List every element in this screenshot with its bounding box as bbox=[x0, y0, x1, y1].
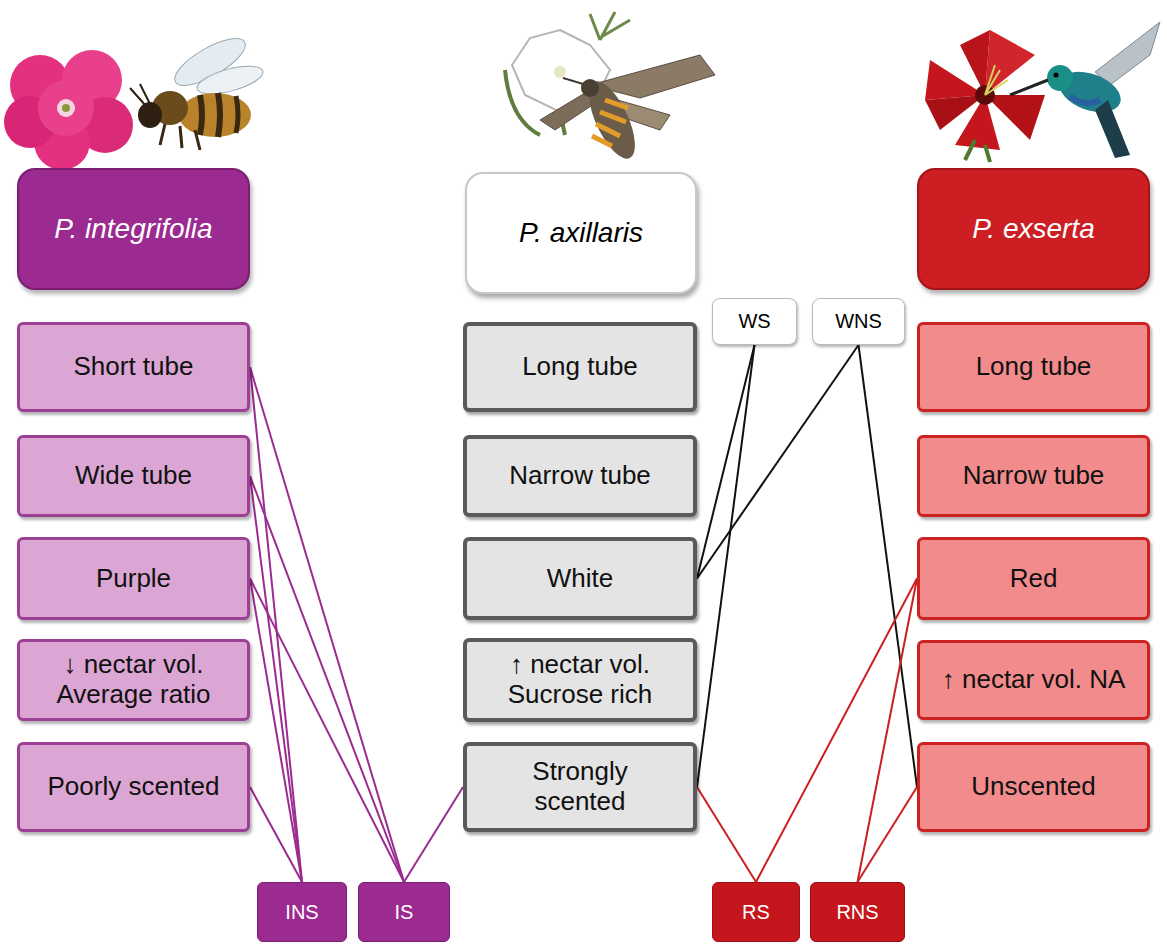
trait-text: ↑ nectar vol. Sucrose rich bbox=[488, 650, 673, 710]
trait-text: P. integrifolia bbox=[54, 213, 212, 245]
hybrid-label-box: WS bbox=[712, 298, 797, 345]
trait-box: ↓ nectar vol. Average ratio bbox=[17, 639, 250, 721]
trait-box: Long tube bbox=[463, 322, 697, 412]
trait-text: WNS bbox=[835, 310, 882, 333]
trait-box: ↑ nectar vol. Sucrose rich bbox=[463, 638, 697, 722]
trait-connector bbox=[250, 787, 302, 882]
trait-box: Narrow tube bbox=[917, 435, 1150, 517]
trait-connector bbox=[756, 579, 917, 883]
trait-box: Poorly scented bbox=[17, 742, 250, 832]
trait-text: Poorly scented bbox=[48, 772, 220, 802]
trait-connector bbox=[697, 787, 756, 882]
species-header: P. integrifolia bbox=[17, 168, 250, 290]
trait-connector bbox=[697, 345, 755, 579]
hybrid-label-box: INS bbox=[257, 882, 347, 942]
hummingbird bbox=[1010, 22, 1160, 158]
trait-text: RNS bbox=[836, 901, 878, 924]
trait-connector bbox=[404, 787, 463, 882]
trait-connector bbox=[250, 367, 404, 882]
trait-text: Purple bbox=[96, 564, 171, 594]
trait-text: ↓ nectar vol. Average ratio bbox=[41, 650, 226, 710]
trait-box: Strongly scented bbox=[463, 742, 697, 832]
trait-box: Long tube bbox=[917, 322, 1150, 412]
trait-box: Wide tube bbox=[17, 435, 250, 517]
trait-connector bbox=[250, 367, 302, 882]
trait-text: INS bbox=[285, 901, 318, 924]
trait-text: Red bbox=[1010, 564, 1058, 594]
trait-text: Unscented bbox=[971, 772, 1095, 802]
bee bbox=[130, 30, 266, 150]
trait-connector bbox=[858, 579, 918, 883]
trait-text: Narrow tube bbox=[509, 461, 651, 491]
trait-box: Red bbox=[917, 537, 1150, 620]
trait-text: WS bbox=[738, 310, 770, 333]
trait-text: RS bbox=[742, 901, 770, 924]
trait-connector bbox=[250, 579, 404, 883]
trait-text: IS bbox=[395, 901, 414, 924]
trait-box: Narrow tube bbox=[463, 435, 697, 517]
trait-text: Strongly scented bbox=[500, 757, 660, 817]
trait-connector bbox=[250, 476, 302, 882]
trait-text: Short tube bbox=[74, 352, 194, 382]
trait-text: Wide tube bbox=[75, 461, 192, 491]
hybrid-label-box: RS bbox=[712, 882, 800, 942]
trait-text: Long tube bbox=[976, 352, 1092, 382]
hybrid-label-box: IS bbox=[358, 882, 450, 942]
trait-connector bbox=[250, 476, 404, 882]
petunia-flower bbox=[4, 50, 133, 170]
trait-box: Purple bbox=[17, 537, 250, 620]
hybrid-label-box: WNS bbox=[812, 298, 905, 345]
trait-box: Short tube bbox=[17, 322, 250, 412]
trait-connector bbox=[858, 787, 918, 882]
hawk-moth bbox=[540, 55, 715, 165]
trait-connector bbox=[697, 345, 859, 579]
trait-text: Narrow tube bbox=[963, 461, 1105, 491]
species-header: P. exserta bbox=[917, 168, 1150, 290]
trait-connector bbox=[250, 579, 302, 883]
trait-text: Long tube bbox=[522, 352, 638, 382]
trait-text: ↑ nectar vol. NA bbox=[942, 665, 1126, 695]
species-header: P. axillaris bbox=[465, 172, 697, 294]
trait-box: Unscented bbox=[917, 742, 1150, 832]
trait-text: P. exserta bbox=[972, 213, 1094, 245]
trait-box: White bbox=[463, 537, 697, 620]
red-flower bbox=[925, 30, 1045, 162]
hybrid-label-box: RNS bbox=[810, 882, 905, 942]
trait-box: ↑ nectar vol. NA bbox=[917, 640, 1150, 720]
trait-text: P. axillaris bbox=[519, 217, 643, 249]
trait-text: White bbox=[547, 564, 613, 594]
trait-connector bbox=[859, 345, 918, 787]
